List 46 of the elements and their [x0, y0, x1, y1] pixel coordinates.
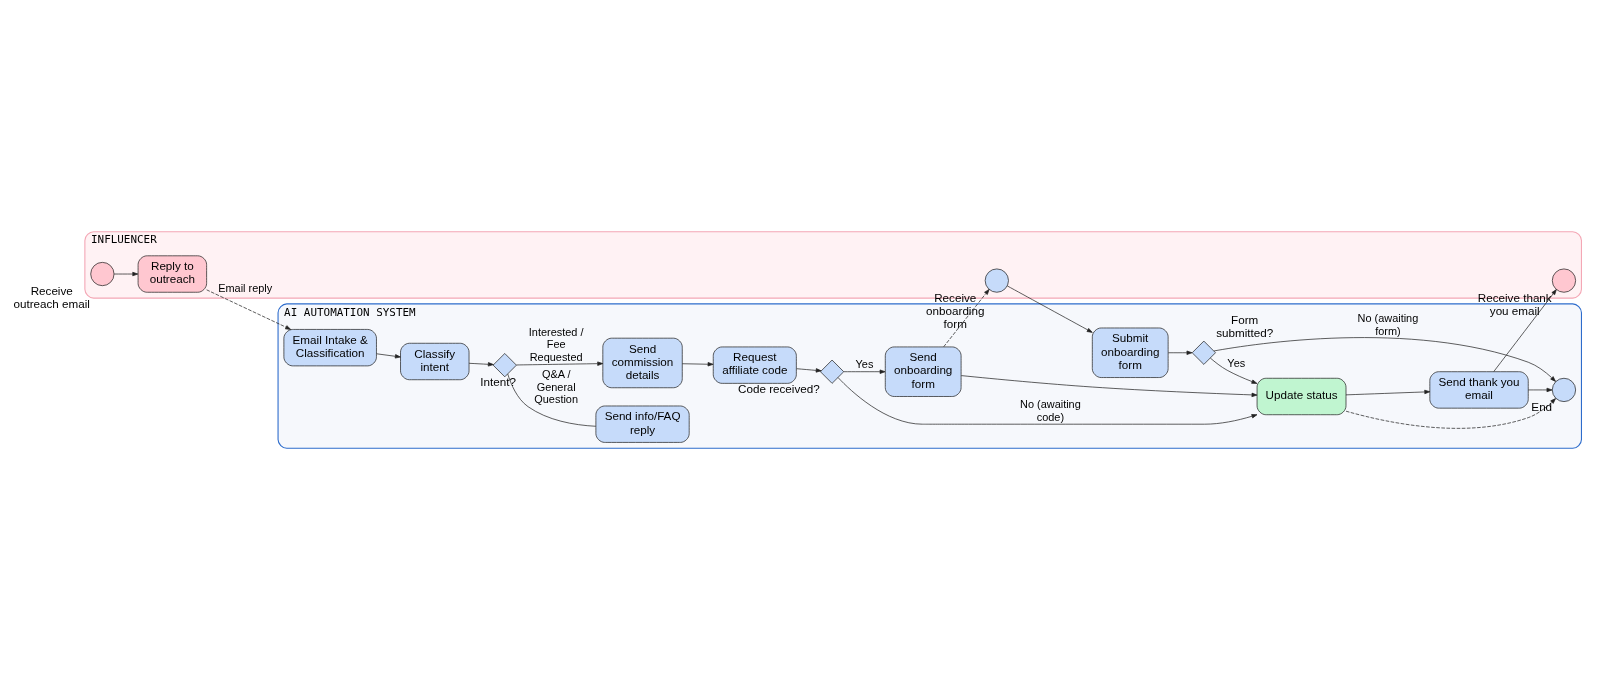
node-box: Email Intake & Classification: [283, 329, 377, 367]
edge-label: Yes: [1227, 356, 1246, 369]
node-box: Send onboarding form: [884, 346, 962, 397]
node-box: Send thank you email: [1429, 371, 1529, 409]
node-diamond: [1191, 340, 1216, 365]
edge-label: Interested / Fee Requested: [528, 325, 584, 363]
edge-label: Q&A / General Question: [534, 368, 579, 406]
arrow: [113, 271, 139, 277]
node-diamond: [820, 359, 845, 384]
node-box: Submit onboarding form: [1091, 327, 1169, 378]
arrow: [1493, 289, 1557, 372]
connector: [507, 373, 597, 427]
arrow: [1213, 337, 1556, 382]
arrow: [1006, 285, 1093, 333]
node-label: Code received?: [738, 381, 820, 395]
node-box: Classify intent: [400, 342, 470, 381]
arrow: [1210, 357, 1258, 384]
node-label: Form submitted?: [1216, 313, 1274, 340]
node-box: Send info/FAQ reply: [595, 405, 690, 443]
arrow: [468, 362, 494, 367]
edge-label: No (awaiting code): [1020, 398, 1081, 423]
arrow: [1345, 398, 1556, 429]
edge-label: No (awaiting form): [1357, 312, 1419, 337]
arrow: [516, 361, 604, 366]
arrow: [943, 289, 990, 348]
node-box: Update status: [1256, 377, 1347, 416]
edge-label: Yes: [855, 358, 874, 371]
arrow: [1345, 389, 1431, 396]
node-circle: [1551, 268, 1576, 293]
edge-label: Email reply: [218, 282, 273, 295]
arrow: [1167, 350, 1193, 355]
arrow: [376, 353, 401, 359]
node-box: Send commission details: [602, 337, 683, 389]
arrow: [1527, 387, 1553, 393]
node-box: Request affiliate code: [712, 346, 797, 384]
node-label: End: [1531, 399, 1553, 413]
node-box: Reply to outreach: [137, 255, 207, 293]
arrow: [960, 375, 1258, 398]
arrow: [681, 362, 714, 367]
node-label: Intent?: [480, 375, 517, 389]
node-circle: [90, 262, 115, 287]
node-diamond: [492, 353, 517, 378]
arrow: [796, 368, 822, 373]
arrow: [206, 289, 292, 330]
arrow: [837, 377, 1258, 425]
arrow: [843, 369, 886, 374]
